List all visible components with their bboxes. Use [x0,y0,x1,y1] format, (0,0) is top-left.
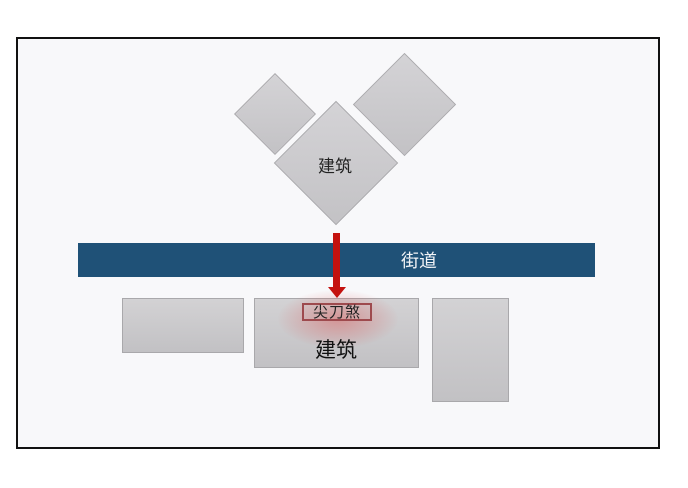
arrow-shaft [333,233,340,289]
hazard-label: 尖刀煞 [302,303,372,321]
top-building-label: 建筑 [318,157,352,177]
arrow-down-icon [328,287,346,298]
street-label: 街道 [401,251,437,272]
building-bottom-center [254,298,419,368]
building-bottom-right [432,298,509,402]
building-bottom-left [122,298,244,353]
bottom-building-label: 建筑 [315,338,357,362]
